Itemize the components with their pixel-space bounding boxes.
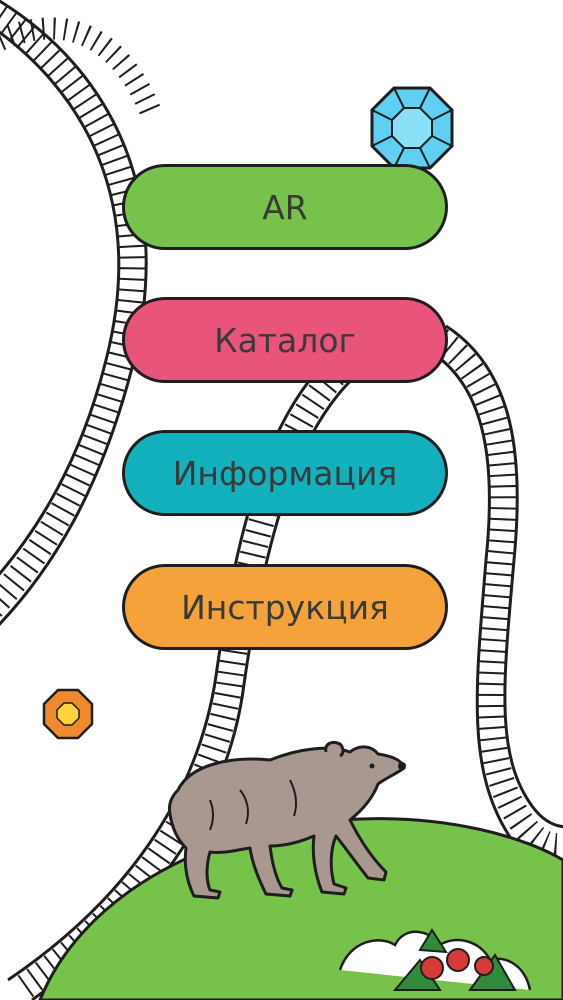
instructions-button[interactable]: Инструкция — [122, 564, 448, 650]
bear-illustration — [168, 740, 406, 900]
orange-gem-icon — [42, 688, 94, 740]
railway-track-left — [0, 0, 148, 626]
berry-bush — [338, 928, 532, 991]
railway-track-right — [432, 324, 563, 867]
information-button[interactable]: Информация — [122, 430, 448, 516]
catalog-button[interactable]: Каталог — [122, 297, 448, 383]
ar-button[interactable]: AR — [122, 164, 448, 250]
blue-gem-icon — [370, 86, 454, 170]
